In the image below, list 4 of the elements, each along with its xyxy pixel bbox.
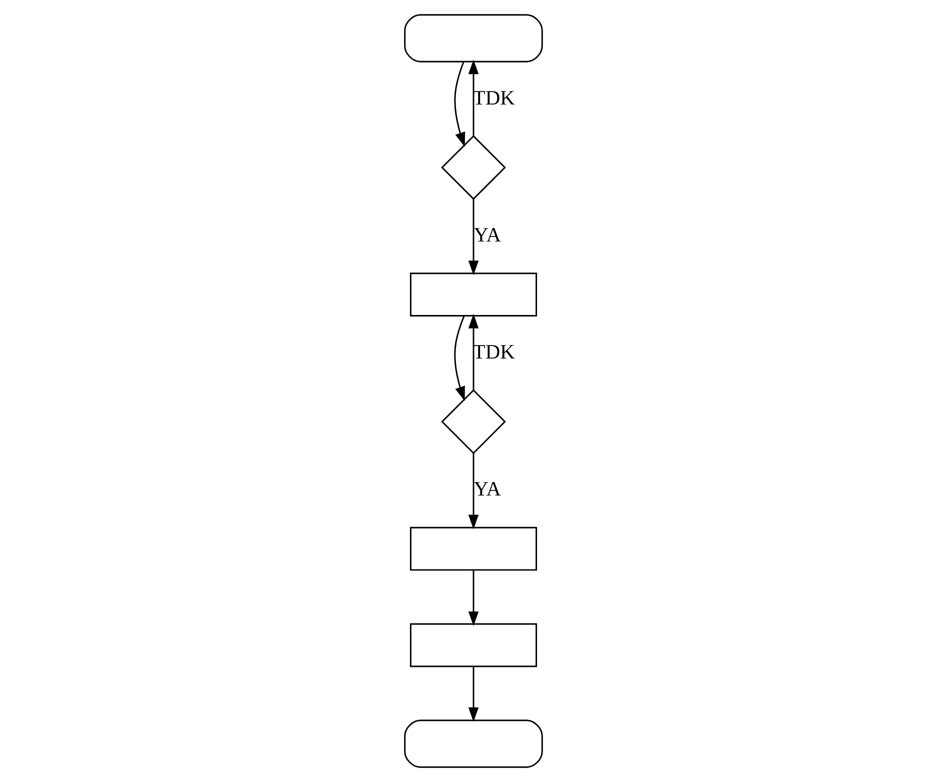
edge-label: YA — [474, 224, 502, 247]
edge-label: YA — [474, 478, 502, 501]
edge-label: TDK — [472, 341, 515, 364]
edge-label: TDK — [472, 87, 515, 110]
